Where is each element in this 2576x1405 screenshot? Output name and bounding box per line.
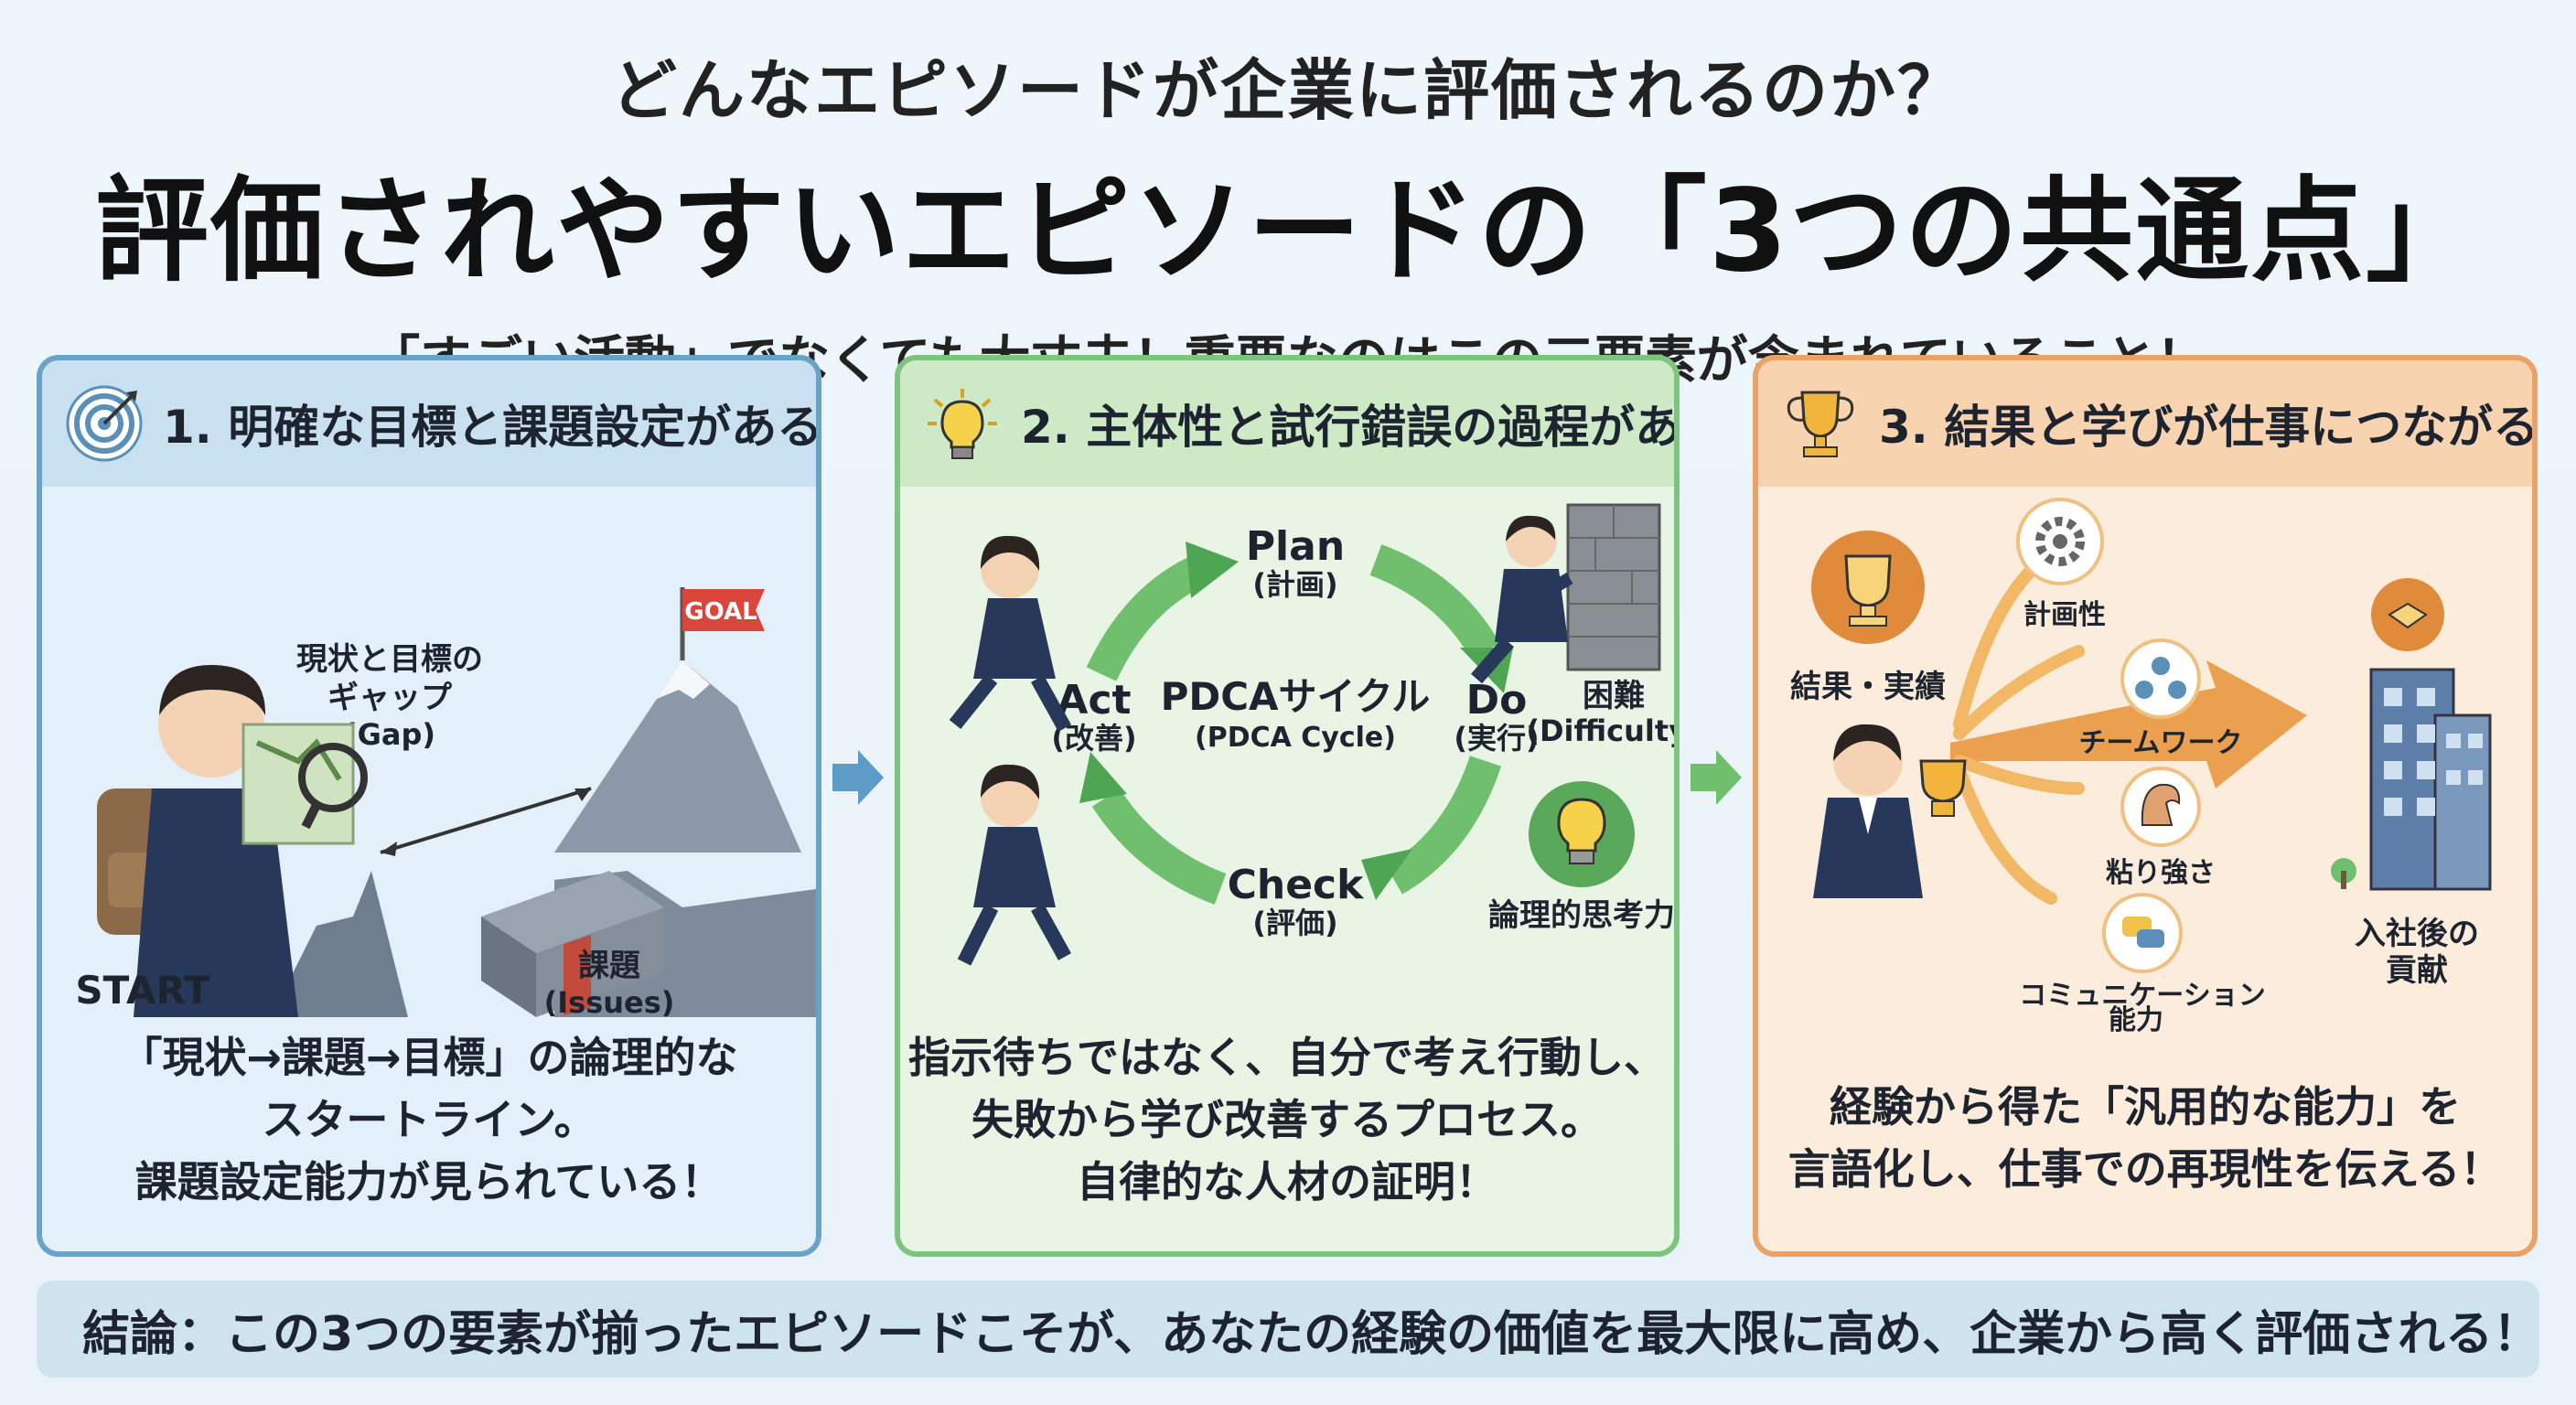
student-with-trophy: [1813, 724, 1967, 898]
panel-header: 3. 結果と学びが仕事につながる: [1758, 360, 2532, 487]
plan-label: Plan: [1246, 523, 1345, 570]
panel-description: 「現状→課題→目標」の論理的な スタートライン。 課題設定能力が見られている！: [42, 1026, 816, 1213]
cycle-arrow-check-act: [1091, 788, 1227, 905]
header: どんなエピソードが企業に評価されるのか？ 評価されやすいエピソードの「3つの共通…: [0, 37, 2576, 393]
results-label: 結果・実績: [1790, 669, 1946, 705]
trophy-icon: [1787, 391, 1854, 457]
panel-body: 結果・実績 計画性 チームワーク: [1758, 487, 2532, 1251]
mountain: [554, 660, 801, 853]
ray-teamwork: [1953, 645, 2085, 740]
logic-bulb-icon: [1529, 781, 1635, 887]
conclusion-banner: 結論：この3つの要素が揃ったエピソードこそが、あなたの経験の価値を最大限に高め、…: [37, 1281, 2541, 1378]
page-title: 評価されやすいエピソードの「3つの共通点」: [94, 166, 2482, 297]
desc-line: 言語化し、仕事での再現性を伝える！: [1787, 1144, 2503, 1194]
gap-label-line2: ギャップ: [327, 680, 452, 716]
student-running-bottom: [957, 764, 1071, 966]
check-label: Check: [1228, 862, 1366, 908]
ray-planning: [1953, 563, 2039, 731]
panel-description: 能力 経験から得た「汎用的な能力」を 言語化し、仕事での再現性を伝える！: [1758, 1004, 2532, 1200]
pdca-center-label: PDCAサイクル: [1161, 674, 1431, 719]
cliff-left: [271, 871, 408, 1017]
check-jp-label: (評価): [1252, 906, 1337, 940]
communication-label-line1: コミュニケーション: [2019, 980, 2265, 1012]
difficulty-en-label: (Difficulty): [1526, 713, 1674, 748]
contribution-label-line2: 貢献: [2386, 952, 2448, 989]
pdca-illustration: Plan (計画) Do (実行) Check (評価) Act (改善) PD…: [949, 503, 1674, 966]
desc-line: 「現状→課題→目標」の論理的な: [120, 1033, 738, 1082]
panel-header: 1. 明確な目標と課題設定がある: [42, 360, 816, 487]
tenacity-muscle-icon: [2120, 767, 2201, 847]
desc-line: 自律的な人材の証明！: [1077, 1157, 1497, 1207]
cycle-arrow-plan-do: [1369, 544, 1500, 660]
issues-label-jp: 課題: [578, 948, 640, 984]
desc-line: 経験から得た「汎用的な能力」を: [1830, 1082, 2461, 1132]
gap-label-en: (Gap): [344, 717, 435, 752]
plan-jp-label: (計画): [1252, 567, 1337, 602]
panel-title: 1. 明確な目標と課題設定がある: [163, 401, 821, 454]
act-label: Act: [1057, 677, 1131, 724]
gap-arrow: [380, 787, 592, 854]
student-with-map: [97, 665, 368, 1017]
communication-icon: [2102, 893, 2183, 973]
issues-block: [481, 871, 664, 1017]
ray-communication: [1953, 764, 2057, 905]
pdca-center-en: (PDCA Cycle): [1195, 722, 1396, 754]
do-label: Do: [1466, 677, 1528, 724]
goal-illustration: GOAL 現状と目標の ギャップ (Gap) 課題 (Issues): [75, 587, 816, 1017]
tenacity-label: 粘り強さ: [2106, 857, 2216, 889]
goal-label: GOAL: [684, 598, 757, 626]
teamwork-label: チームワーク: [2078, 727, 2242, 759]
panel-description: 指示待ちではなく、自分で考え行動し、 失敗から学び改善するプロセス。 自律的な人…: [900, 1026, 1674, 1213]
desc-line: スタートライン。: [262, 1095, 596, 1144]
lightbulb-icon: [928, 389, 997, 459]
panel-goal-setting: 1. 明確な目標と課題設定がある GOAL 現状と目標の ギ: [37, 355, 821, 1257]
big-growth-arrow: [1950, 660, 2307, 788]
header-question: どんなエピソードが企業に評価されるのか？: [610, 52, 1965, 129]
snow-cap: [657, 660, 710, 699]
planning-gear-icon: [2016, 498, 2104, 585]
conclusion-text: 結論：この3つの要素が揃ったエピソードこそが、あなたの経験の価値を最大限に高め、…: [82, 1306, 2541, 1362]
cycle-arrow-do-check: [1385, 756, 1502, 895]
goal-flag: [682, 589, 765, 631]
company-building: [2331, 578, 2492, 891]
panel-body: GOAL 現状と目標の ギャップ (Gap) 課題 (Issues): [42, 487, 816, 1251]
gap-label-line1: 現状と目標の: [296, 641, 483, 678]
panel-title: 3. 結果と学びが仕事につながる: [1879, 401, 2538, 454]
teamwork-icon: [2120, 638, 2201, 719]
desc-line: 課題設定能力が見られている！: [134, 1157, 724, 1207]
ray-tenacity: [1953, 755, 2085, 795]
desc-line: 指示待ちではなく、自分で考え行動し、: [908, 1033, 1666, 1082]
difficulty-jp-label: 困難: [1583, 678, 1645, 714]
student-pushing-wall: [1470, 503, 1661, 684]
communication-label-line2: 能力: [2109, 1004, 2163, 1036]
panel-initiative: 2. 主体性と試行錯誤の過程がある Plan (計画) Do (実行) Chec…: [895, 355, 1680, 1257]
cycle-arrow-act-plan: [1086, 553, 1209, 681]
panel-title: 2. 主体性と試行錯誤の過程がある: [1021, 401, 1680, 454]
panel-body: Plan (計画) Do (実行) Check (評価) Act (改善) PD…: [900, 487, 1674, 1251]
results-illustration: 結果・実績 計画性 チームワーク: [1790, 498, 2492, 1012]
flow-arrow-2: [1690, 750, 1742, 805]
results-trophy-icon: [1811, 531, 1925, 644]
panel-header: 2. 主体性と試行錯誤の過程がある: [900, 360, 1674, 487]
planning-label: 計画性: [2023, 599, 2106, 631]
do-jp-label: (実行): [1454, 721, 1539, 756]
panel-results: 3. 結果と学びが仕事につながる 結果・実績: [1753, 355, 2538, 1257]
student-running-top: [949, 535, 1071, 732]
desc-line: 失敗から学び改善するプロセス。: [971, 1095, 1603, 1144]
issues-label-en: (Issues): [544, 985, 675, 1017]
target-icon: [66, 385, 143, 462]
logic-label: 論理的思考力: [1488, 897, 1674, 934]
contribution-label-line1: 入社後の: [2355, 916, 2479, 952]
flow-arrow-1: [832, 750, 884, 805]
start-label: START: [75, 968, 210, 1013]
